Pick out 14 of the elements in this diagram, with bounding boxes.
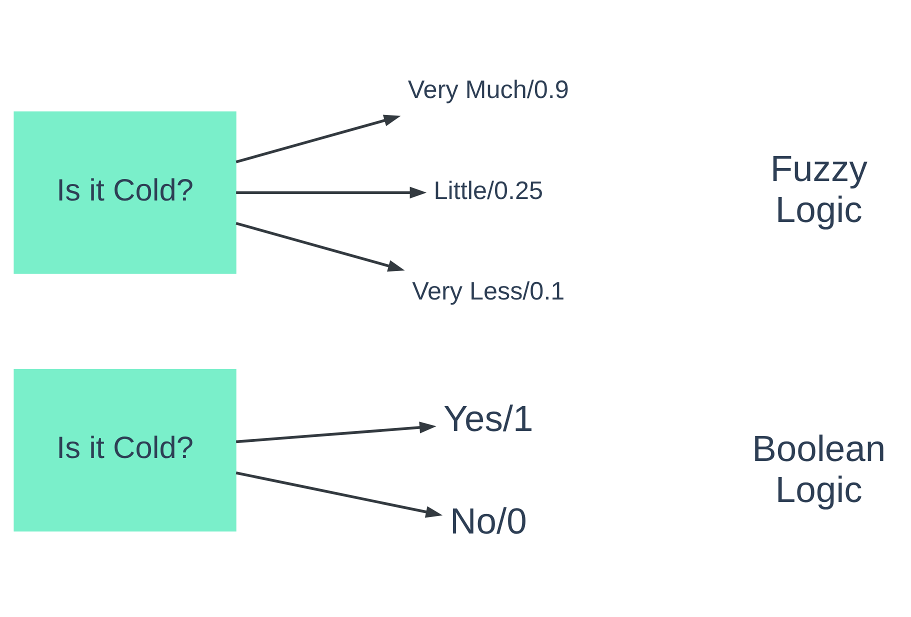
node-text: Very Less/0.1 bbox=[412, 278, 565, 306]
arrow bbox=[236, 422, 436, 444]
arrow bbox=[236, 114, 401, 164]
label: Fuzzy Logic bbox=[770, 148, 868, 230]
arrow bbox=[236, 186, 427, 199]
node-text: Very Much/0.9 bbox=[408, 76, 569, 104]
node-text: No/0 bbox=[450, 500, 527, 542]
label: Boolean Logic bbox=[752, 428, 886, 510]
node-text: Little/0.25 bbox=[434, 176, 544, 205]
node-box: Is it Cold? bbox=[14, 369, 236, 532]
node-text: Yes/1 bbox=[444, 398, 534, 440]
arrow bbox=[236, 222, 405, 272]
node-box: Is it Cold? bbox=[14, 111, 236, 274]
arrow bbox=[236, 471, 443, 518]
